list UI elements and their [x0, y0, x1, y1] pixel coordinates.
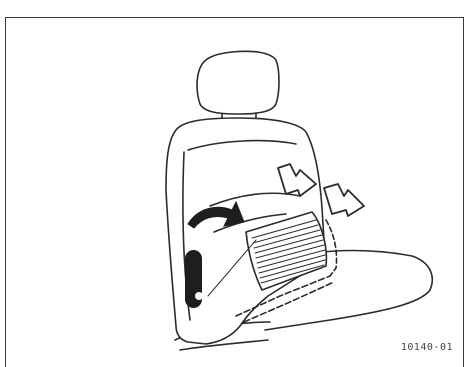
recline-lever [185, 250, 203, 308]
headrest [197, 51, 279, 114]
lumbar-dashed-right [326, 220, 337, 276]
push-arrow-right [324, 184, 364, 216]
figure-code: 10140-01 [401, 342, 453, 353]
